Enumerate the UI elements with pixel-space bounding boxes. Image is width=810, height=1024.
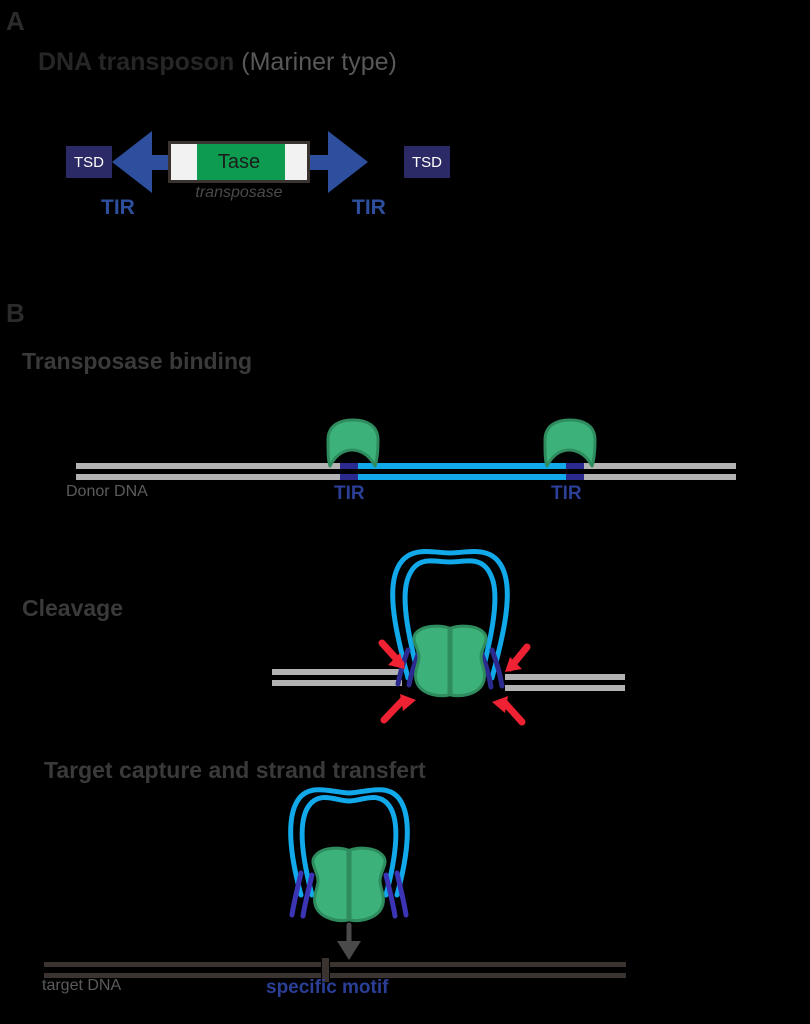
- specific-motif-label: specific motif: [266, 977, 389, 998]
- tase-gene-fill: [197, 144, 285, 180]
- tir-label-a-left: TIR: [101, 196, 135, 219]
- down-insertion-arrow-icon: [337, 922, 361, 960]
- red-cleavage-arrow-top-right: [505, 643, 531, 672]
- transposase-dimer-cleavage: [412, 624, 488, 698]
- tsd-box-right: TSD: [404, 146, 450, 178]
- transposase-monomer-left: [326, 418, 380, 468]
- step-title-transposase-binding: Transposase binding: [22, 348, 253, 374]
- transposon-region-cyan: [355, 463, 570, 480]
- panel-b-letter: B: [6, 298, 25, 328]
- red-cleavage-arrow-bottom-left: [380, 694, 416, 724]
- tir-label-b-left: TIR: [334, 483, 365, 504]
- tir-label-b-right: TIR: [551, 483, 582, 504]
- cleavage-donor-dna-left: [272, 669, 402, 686]
- transposon-loop-cyan: [390, 549, 510, 681]
- tir-tail-left-target: [289, 870, 315, 919]
- step-title-target-capture: Target capture and strand transfert: [44, 757, 426, 783]
- cleavage-donor-dna-right: [505, 674, 625, 691]
- donor-dna-label: Donor DNA: [66, 483, 148, 500]
- insertion-site-tick: [322, 958, 329, 982]
- transposon-loop-cyan-target: [288, 787, 410, 898]
- tir-tail-right-target: [383, 870, 409, 919]
- transposase-dimer-target: [311, 846, 387, 923]
- panel-a-letter: A: [6, 6, 25, 36]
- tir-segment-right: [566, 463, 584, 480]
- panel-a-title-bold: DNA transposon: [38, 48, 235, 76]
- transposase-monomer-right: [543, 418, 597, 468]
- tase-gene-sublabel: transposase: [195, 184, 283, 201]
- tir-label-a-right: TIR: [352, 196, 386, 219]
- panel-a-title-subtype: (Mariner type): [241, 48, 397, 76]
- red-cleavage-arrow-bottom-right: [492, 696, 526, 726]
- step-title-cleavage: Cleavage: [22, 595, 124, 621]
- panel-a-title: DNA transposon (Mariner type): [38, 48, 397, 77]
- tase-gene-box: Tase: [168, 141, 310, 183]
- left-arrow-icon: [112, 131, 170, 193]
- tase-gene-label: Tase: [217, 150, 261, 173]
- red-cleavage-arrow-top-left: [378, 639, 405, 669]
- right-arrow-icon: [310, 131, 368, 193]
- tsd-box-left: TSD: [66, 146, 112, 178]
- tir-segment-left: [340, 463, 358, 480]
- target-dna-label: target DNA: [42, 977, 122, 994]
- target-dna-strands: [44, 958, 626, 982]
